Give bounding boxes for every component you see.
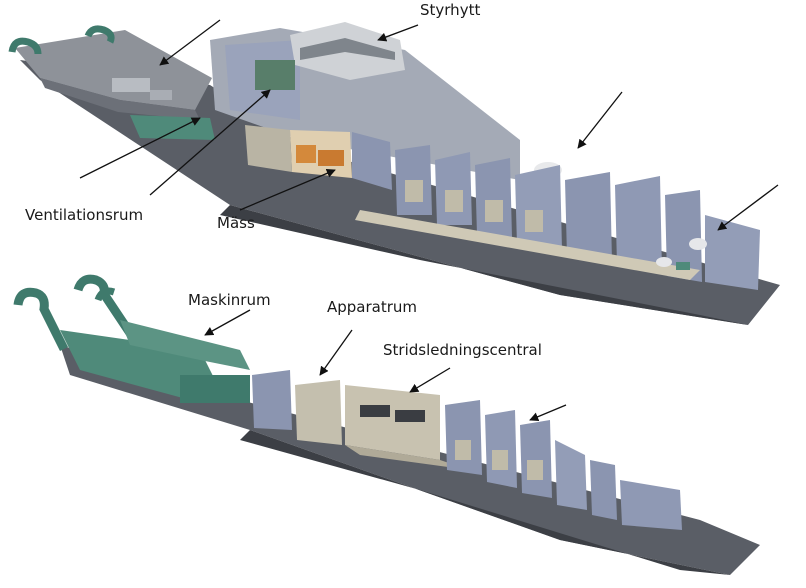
bulkhead bbox=[665, 190, 702, 282]
label-mess: Mäss bbox=[217, 214, 255, 232]
console bbox=[360, 405, 390, 417]
upper-deck-edge bbox=[40, 78, 200, 120]
bow-machinery bbox=[676, 262, 690, 270]
bulkhead bbox=[590, 460, 617, 520]
label-combat-center: Stridsledningscentral bbox=[383, 341, 542, 359]
compartment-floor bbox=[355, 210, 700, 280]
upper-ship bbox=[8, 22, 780, 325]
deck-equipment bbox=[112, 78, 150, 92]
air-intake bbox=[8, 37, 42, 55]
engine-block bbox=[120, 320, 250, 370]
arrow-combat-center bbox=[409, 367, 451, 393]
bow-equipment bbox=[656, 257, 672, 267]
console bbox=[395, 410, 425, 422]
lower-ship bbox=[13, 274, 760, 575]
superstructure-machinery bbox=[255, 60, 295, 90]
deck-equipment bbox=[150, 90, 172, 100]
bulkhead bbox=[435, 152, 472, 225]
bulkhead bbox=[445, 400, 482, 475]
bulkhead bbox=[515, 165, 562, 250]
lower-hull-keel bbox=[240, 430, 730, 575]
arrow-upper-mid bbox=[577, 91, 623, 149]
cabin-unit bbox=[527, 460, 543, 480]
cabin-unit bbox=[492, 450, 508, 470]
mess-furniture bbox=[296, 145, 316, 163]
bulkhead bbox=[705, 215, 760, 290]
combat-center-wall bbox=[345, 385, 440, 460]
bulkhead bbox=[485, 410, 517, 488]
arrow-ventilation-2 bbox=[79, 117, 201, 179]
arrow-lower-bow bbox=[529, 404, 567, 422]
ventilation-machinery bbox=[130, 115, 215, 140]
annotation-arrows bbox=[79, 19, 779, 422]
arrow-bridge bbox=[377, 24, 419, 42]
bulkhead bbox=[555, 440, 587, 510]
arrow-engine-room bbox=[204, 309, 251, 336]
arrow-mess bbox=[239, 168, 336, 211]
label-bridge: Styrhytt bbox=[420, 1, 481, 19]
cabin-unit bbox=[405, 180, 423, 202]
interior-wall bbox=[245, 125, 292, 172]
cabin-unit bbox=[525, 210, 543, 232]
bow-equipment bbox=[689, 238, 707, 250]
bulkhead bbox=[565, 172, 612, 262]
arrow-upper-bow bbox=[717, 184, 779, 231]
cabin-unit bbox=[485, 200, 503, 222]
bulkhead bbox=[295, 380, 342, 445]
combat-center-floor bbox=[345, 445, 470, 470]
label-equipment-room: Apparatrum bbox=[327, 298, 418, 316]
air-intake bbox=[84, 25, 115, 44]
arrow-ventilation bbox=[149, 89, 271, 196]
cabin-unit bbox=[445, 190, 463, 212]
bulkhead bbox=[475, 158, 512, 238]
arrow-helideck bbox=[159, 19, 221, 66]
interior-wall bbox=[352, 132, 392, 190]
label-ventilation-room: Ventilationsrum bbox=[25, 206, 144, 224]
bridge-windows bbox=[300, 38, 395, 60]
mess-furniture bbox=[318, 150, 344, 166]
bulkhead bbox=[615, 176, 662, 272]
exhaust-pipe bbox=[94, 287, 116, 302]
label-engine-room: Maskinrum bbox=[188, 291, 271, 309]
bulkhead bbox=[520, 420, 552, 498]
engine-housing bbox=[180, 375, 250, 403]
cabin-unit bbox=[455, 440, 471, 460]
upper-hull-keel bbox=[220, 205, 748, 325]
exhaust-pipe bbox=[13, 287, 69, 352]
arrow-equipment-room bbox=[319, 329, 353, 376]
bulkhead bbox=[252, 370, 292, 430]
bulkhead bbox=[620, 480, 682, 530]
